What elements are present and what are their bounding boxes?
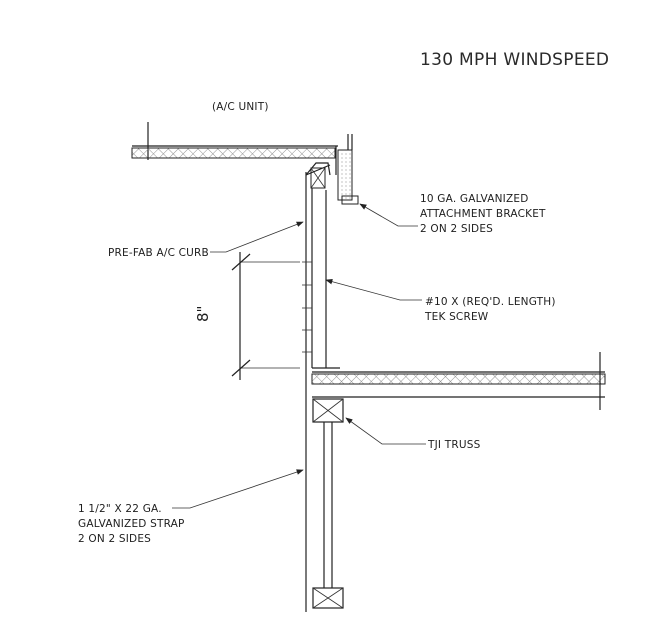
screw-label-1: #10 X (REQ'D. LENGTH) — [425, 296, 556, 308]
ac-unit-label: (A/C UNIT) — [212, 101, 269, 113]
truss-leader — [345, 417, 426, 445]
strap-label-1: 1 1/2" X 22 GA. — [78, 503, 162, 515]
attachment-bracket — [337, 134, 359, 205]
curb-flange — [305, 162, 331, 189]
bracket-label-2: ATTACHMENT BRACKET — [420, 208, 546, 220]
bracket-label-1: 10 GA. GALVANIZED — [420, 193, 528, 205]
dimension-label: 8" — [194, 306, 212, 322]
truss-bottom-block — [312, 587, 344, 609]
screw-leader — [325, 278, 422, 301]
truss-web — [323, 422, 333, 588]
strap-label-2: GALVANIZED STRAP — [78, 518, 185, 530]
truss-top-block — [312, 398, 344, 423]
upper-deck — [131, 122, 338, 175]
curb-wall — [305, 172, 340, 612]
curb-label: PRE-FAB A/C CURB — [108, 247, 209, 259]
bracket-label-3: 2 ON 2 SIDES — [420, 223, 493, 235]
dimension-8in: 8" — [194, 252, 300, 380]
screw-label-2: TEK SCREW — [424, 311, 489, 323]
curb-leader — [210, 221, 304, 253]
tek-screws — [302, 261, 312, 353]
strap-leader — [172, 469, 304, 509]
lower-deck — [311, 352, 606, 410]
bracket-leader — [359, 203, 418, 227]
drawing-title: 130 MPH WINDSPEED — [420, 50, 609, 70]
truss-label: TJI TRUSS — [427, 439, 481, 451]
strap-label-3: 2 ON 2 SIDES — [78, 533, 151, 545]
